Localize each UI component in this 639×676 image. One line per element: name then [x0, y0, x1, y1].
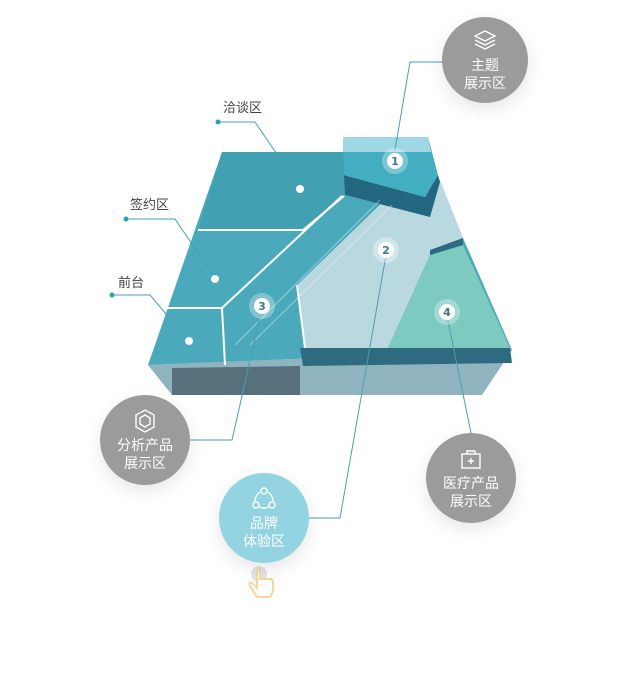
leader-line-4 [446, 315, 472, 434]
svg-text:1: 1 [391, 155, 399, 168]
zone-4-area [388, 245, 510, 348]
zone-4-bubble[interactable]: 医疗产品 展示区 [426, 433, 516, 523]
zone-4-title: 医疗产品 [443, 475, 499, 492]
label-signing-area: 签约区 [130, 198, 170, 213]
layers-icon [473, 29, 497, 50]
zone-4-subtitle: 展示区 [450, 493, 492, 510]
leader-line-2 [309, 254, 387, 519]
zone-marker-4[interactable]: 4 [434, 299, 460, 325]
medical-box-icon [461, 449, 481, 469]
zone-1-bubble[interactable]: 主题 展示区 [442, 17, 528, 103]
label-negotiation-area: 洽谈区 [223, 101, 263, 116]
label-reception-area: 前台 [118, 276, 145, 291]
zone-marker-3[interactable]: 3 [249, 293, 275, 319]
zone-3-title: 分析产品 [117, 437, 173, 454]
zone-2-title: 品牌 [250, 515, 278, 532]
zone-3-bubble[interactable]: 分析产品 展示区 [100, 395, 190, 485]
svg-text:3: 3 [258, 300, 266, 313]
zone-2-area [297, 180, 463, 348]
leader-signing [126, 218, 216, 279]
zone-1-subtitle: 展示区 [464, 75, 506, 92]
zone-3-subtitle: 展示区 [124, 455, 166, 472]
leader-negotiation [218, 121, 301, 189]
zone-2-bubble[interactable]: 品牌 体验区 [219, 473, 309, 563]
share-cycle-icon [252, 486, 276, 509]
svg-text:4: 4 [443, 306, 451, 319]
leader-line-3 [190, 306, 263, 441]
cube-icon [135, 408, 155, 433]
svg-text:2: 2 [382, 244, 390, 257]
leader-line-1 [394, 61, 442, 151]
pointer-hand-icon [248, 566, 274, 598]
zone-2-subtitle: 体验区 [243, 533, 285, 550]
zone-marker-1[interactable]: 1 [382, 148, 408, 174]
zone-marker-2[interactable]: 2 [373, 237, 399, 263]
leader-reception [112, 294, 189, 341]
zone-1-title: 主题 [471, 57, 499, 74]
